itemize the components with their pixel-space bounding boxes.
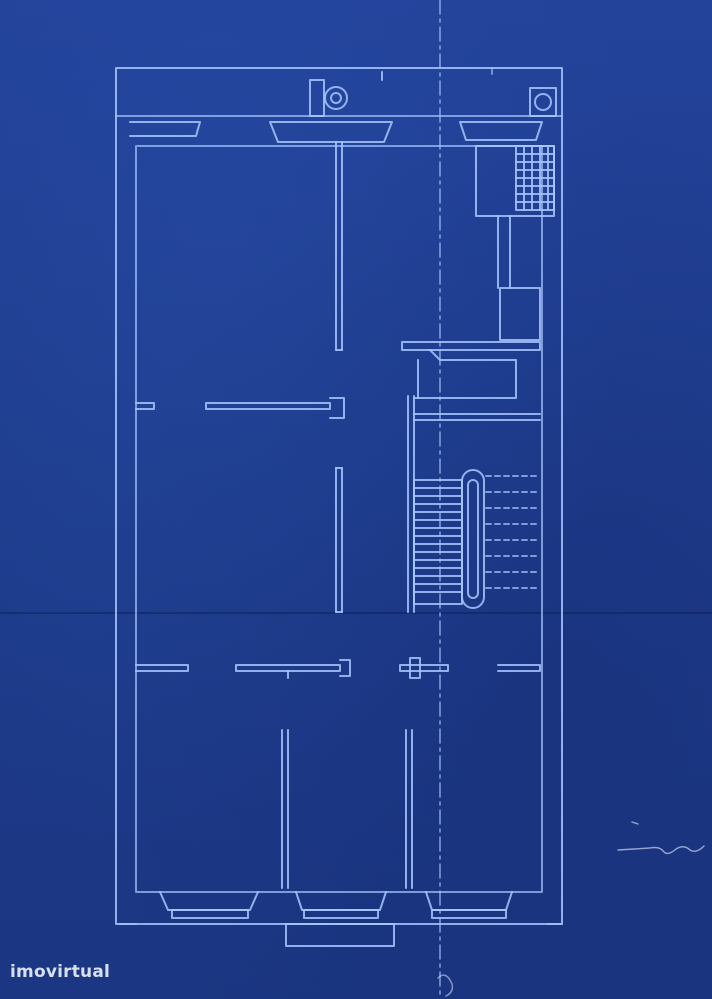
partition-mid-center: [335, 467, 343, 613]
outer-walls: [115, 67, 563, 925]
bottom-windows: [159, 891, 513, 947]
pencil-signature: [617, 821, 705, 855]
top-windows: [129, 121, 543, 143]
lower-partitions: [281, 729, 413, 889]
toilet-fixture: [309, 71, 383, 117]
mid-wall-left: [135, 397, 345, 419]
lower-wall: [135, 657, 541, 679]
round-fixture: [529, 87, 557, 117]
kitchen-counter: [401, 341, 541, 399]
main-staircase: [413, 469, 541, 609]
partition-top-center: [335, 141, 343, 351]
service-stairs: [475, 145, 555, 217]
pencil-mark-bottom: [437, 974, 454, 997]
imovirtual-watermark: imovirtual: [10, 962, 111, 982]
paper-fold: [0, 612, 712, 614]
detail-marks: [119, 67, 563, 925]
right-closets: [497, 215, 541, 341]
